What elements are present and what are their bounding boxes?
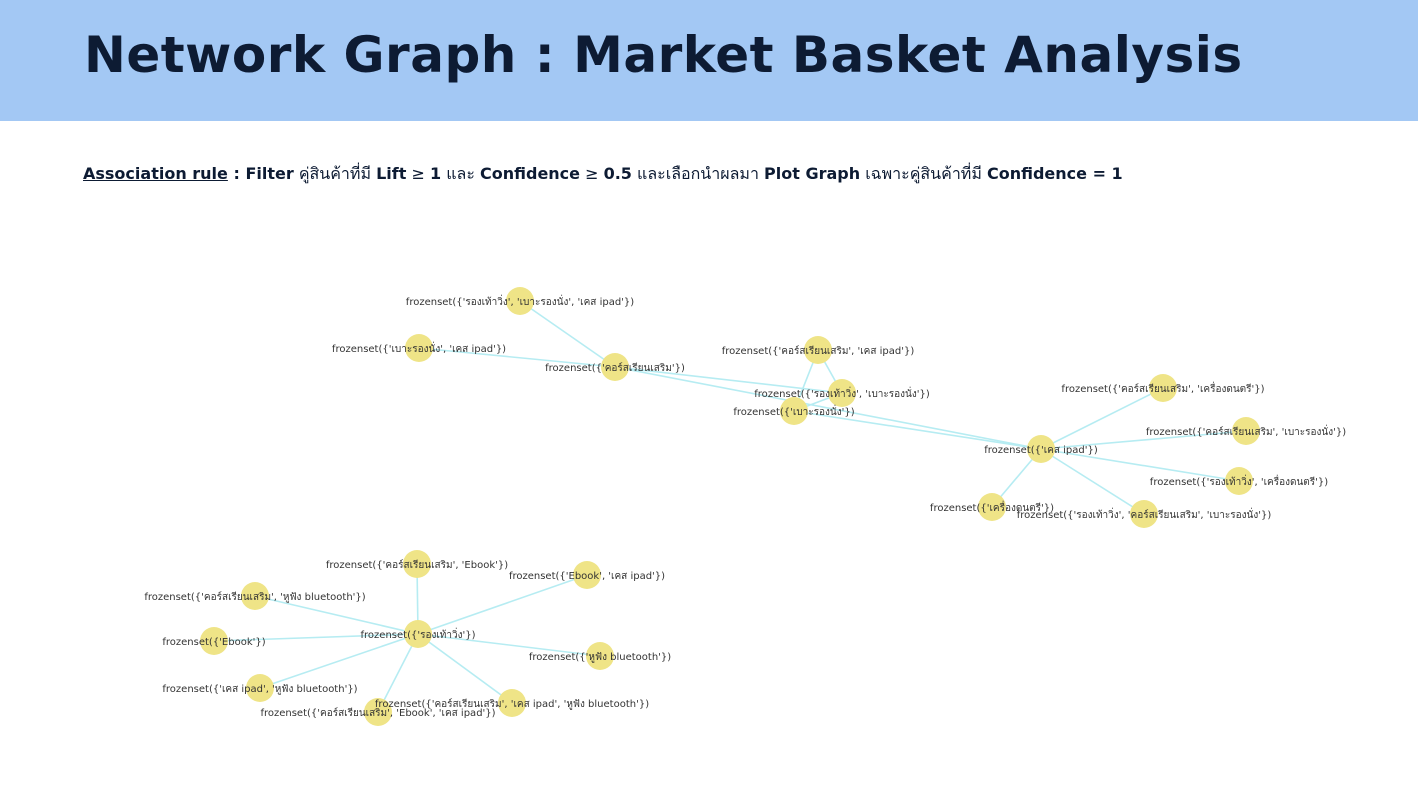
- rule-text-5: และเลือกนำผลมา: [631, 164, 765, 183]
- graph-node-label: frozenset({'เคส ipad', 'หูฟัง bluetooth'…: [162, 684, 357, 695]
- rule-text-6: เฉพาะคู่สินค้าที่มี: [860, 164, 987, 183]
- graph-edge: [519, 300, 616, 368]
- rule-sep: :: [227, 164, 246, 183]
- graph-node-label: frozenset({'รองเท้าวิ่ง', 'เบาะรองนั่ง',…: [406, 294, 634, 308]
- graph-node-label: frozenset({'คอร์สเรียนเสริม', 'เคส ipad'…: [722, 345, 915, 357]
- header-band: [0, 0, 1418, 121]
- rule-lift-value: 1: [429, 164, 442, 183]
- graph-node-label: frozenset({'คอร์สเรียนเสริม', 'เคส ipad'…: [375, 698, 649, 710]
- graph-node-label: frozenset({'คอร์สเรียนเสริม', 'Ebook', '…: [260, 707, 495, 719]
- graph-edge: [213, 633, 419, 642]
- graph-node-label: frozenset({'รองเท้าวิ่ง', 'เบาะรองนั่ง'}…: [754, 386, 930, 400]
- graph-edge: [377, 633, 419, 713]
- rule-text-3: และ: [441, 164, 480, 183]
- graph-edge: [418, 347, 616, 368]
- rule-text-2: ≥: [406, 164, 430, 183]
- graph-node: [1232, 417, 1260, 445]
- graph-node: [586, 642, 614, 670]
- graph-node: [403, 550, 431, 578]
- graph-node: [506, 287, 534, 315]
- rule-text-4: ≥: [580, 164, 604, 183]
- graph-edge: [614, 366, 843, 394]
- graph-node-label: frozenset({'เคส ipad'}): [984, 445, 1098, 456]
- rule-plot-graph: Plot Graph: [764, 164, 861, 183]
- graph-node: [804, 336, 832, 364]
- graph-node: [241, 582, 269, 610]
- graph-node-label: frozenset({'รองเท้าวิ่ง'}): [361, 627, 476, 641]
- graph-node: [978, 493, 1006, 521]
- graph-node: [780, 397, 808, 425]
- graph-node: [246, 674, 274, 702]
- graph-node: [200, 627, 228, 655]
- rule-confidence-final: Confidence = 1: [986, 164, 1123, 183]
- graph-node: [498, 689, 526, 717]
- graph-node: [364, 698, 392, 726]
- graph-node-label: frozenset({'เบาะรองนั่ง', 'เคส ipad'}): [332, 341, 506, 355]
- graph-node-label: frozenset({'คอร์สเรียนเสริม', 'เบาะรองนั…: [1146, 424, 1346, 438]
- graph-node: [601, 353, 629, 381]
- graph-edge: [793, 410, 1042, 450]
- graph-node-label: frozenset({'คอร์สเรียนเสริม', 'Ebook'}): [326, 559, 508, 571]
- graph-node: [1027, 435, 1055, 463]
- association-rule-description: Association rule : Filter คู่สินค้าที่มี…: [83, 162, 1123, 187]
- graph-edge: [614, 366, 1042, 450]
- graph-node: [405, 334, 433, 362]
- graph-edge: [259, 633, 419, 689]
- graph-node: [573, 561, 601, 589]
- rule-text-1: คู่สินค้าที่มี: [293, 164, 377, 183]
- graph-node: [1149, 374, 1177, 402]
- rule-lift: Lift: [376, 164, 407, 183]
- graph-node: [1225, 467, 1253, 495]
- graph-labels: frozenset({'รองเท้าวิ่ง', 'เบาะรองนั่ง',…: [144, 294, 1346, 719]
- graph-edges: [213, 300, 1247, 713]
- graph-node-label: frozenset({'Ebook', 'เคส ipad'}): [509, 571, 665, 582]
- graph-node: [1130, 500, 1158, 528]
- graph-edge: [417, 633, 513, 704]
- graph-node-label: frozenset({'เครื่องดนตรี'}): [930, 500, 1054, 514]
- graph-edge: [1040, 387, 1164, 450]
- graph-node: [828, 379, 856, 407]
- graph-edge: [417, 574, 588, 635]
- rule-filter: Filter: [245, 164, 294, 183]
- graph-node-label: frozenset({'คอร์สเรียนเสริม', 'เครื่องดน…: [1061, 381, 1264, 395]
- rule-confidence: Confidence: [480, 164, 581, 183]
- graph-node-label: frozenset({'รองเท้าวิ่ง', 'คอร์สเรียนเสร…: [1017, 507, 1272, 521]
- graph-edge: [417, 633, 601, 657]
- graph-node-label: frozenset({'คอร์สเรียนเสริม', 'หูฟัง blu…: [144, 591, 365, 603]
- graph-node-label: frozenset({'เบาะรองนั่ง'}): [733, 404, 854, 418]
- graph-node-label: frozenset({'Ebook'}): [162, 637, 265, 648]
- graph-node-label: frozenset({'รองเท้าวิ่ง', 'เครื่องดนตรี'…: [1150, 474, 1328, 488]
- graph-edge: [254, 595, 419, 635]
- graph-edge: [1040, 430, 1247, 450]
- page-title: Network Graph : Market Basket Analysis: [84, 26, 1243, 84]
- graph-node-label: frozenset({'คอร์สเรียนเสริม'}): [545, 362, 685, 374]
- graph-nodes: [200, 287, 1260, 726]
- graph-edge: [1040, 448, 1240, 482]
- graph-edge: [1040, 448, 1145, 515]
- graph-node-label: frozenset({'หูฟัง bluetooth'}): [529, 652, 671, 663]
- rule-confidence-value: 0.5: [603, 164, 632, 183]
- rule-term: Association rule: [83, 164, 228, 183]
- graph-node: [404, 620, 432, 648]
